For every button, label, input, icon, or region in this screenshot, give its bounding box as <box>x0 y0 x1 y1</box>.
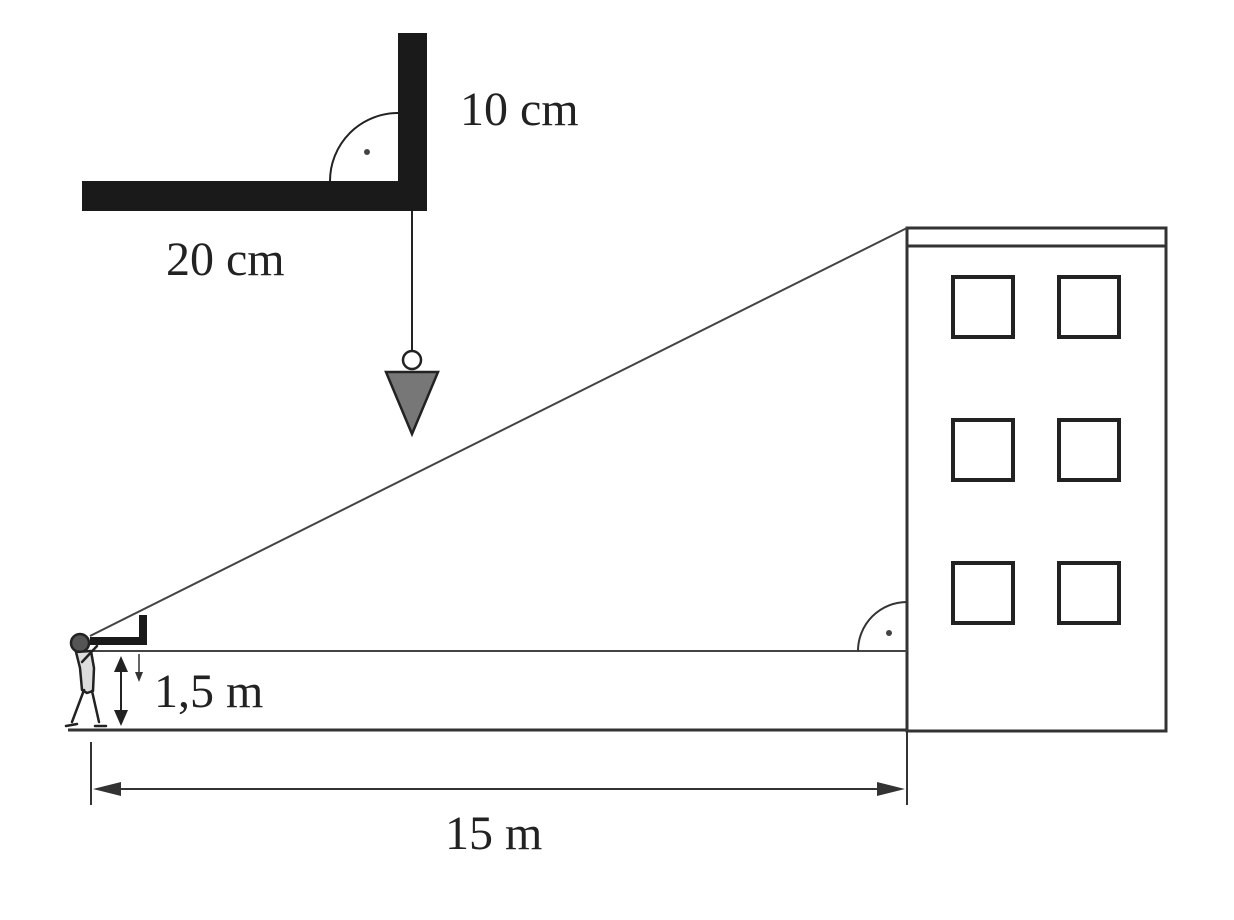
window <box>951 275 1015 339</box>
window <box>1057 418 1121 482</box>
eye-tick-arrowhead <box>135 672 143 682</box>
building-windows <box>951 275 1121 625</box>
distance-label: 15 m <box>445 807 542 860</box>
small-set-square-vertical-arm <box>139 615 147 645</box>
window <box>1057 561 1121 625</box>
window <box>951 418 1015 482</box>
building <box>905 226 1168 733</box>
eye-height-dimension <box>114 656 128 726</box>
set-square-horizontal-arm <box>82 181 427 211</box>
short-leg-label: 10 cm <box>460 83 579 136</box>
eye-height-label: 1,5 m <box>154 665 263 718</box>
long-leg-label: 20 cm <box>166 233 285 286</box>
right-angle-dot <box>364 149 370 155</box>
hypotenuse-sight-line <box>89 227 908 637</box>
window <box>1057 275 1121 339</box>
building-right-angle-dot <box>886 630 892 636</box>
plumb-weight <box>384 370 440 438</box>
observer <box>64 615 147 728</box>
person-icon <box>64 632 108 728</box>
distance-dimension <box>90 731 908 805</box>
distance-arrowhead-right <box>877 782 905 796</box>
window <box>951 561 1015 625</box>
building-outline <box>905 226 1168 733</box>
distance-arrowhead-left <box>93 782 121 796</box>
right-angle-arc <box>329 112 399 182</box>
small-set-square-horizontal-arm <box>90 637 147 645</box>
set-square-vertical-arm <box>398 33 427 211</box>
set-square <box>82 33 427 211</box>
small-set-square <box>90 615 147 645</box>
plumb-bob <box>384 211 440 438</box>
building-right-angle-arc <box>857 601 908 652</box>
plumb-ring <box>401 349 423 371</box>
